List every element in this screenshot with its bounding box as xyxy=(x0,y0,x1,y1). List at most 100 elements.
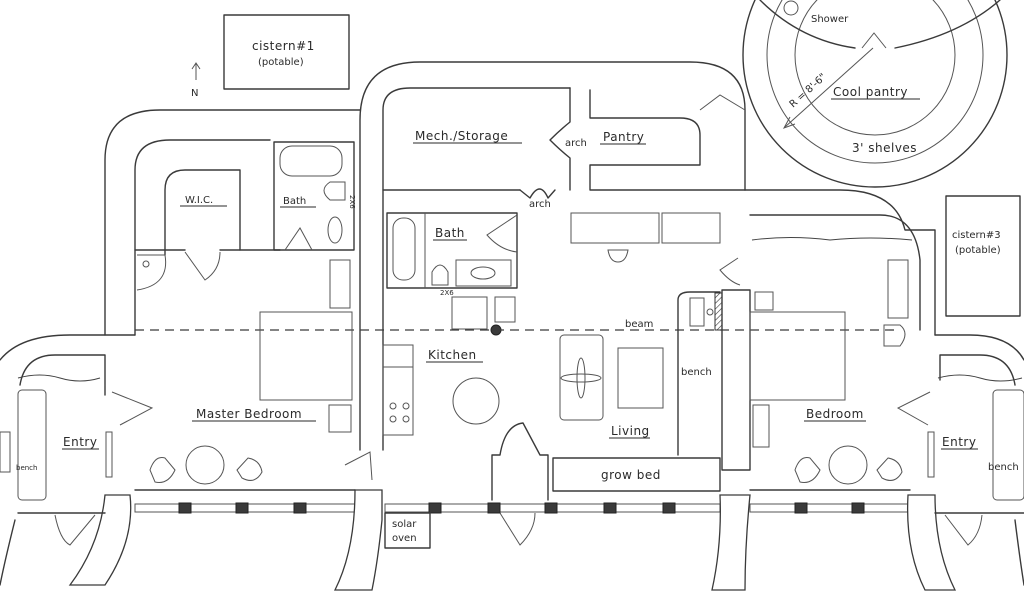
wall-outer-right xyxy=(744,189,936,336)
bedroom-planter-wave xyxy=(751,237,913,241)
cabinet-1-icon xyxy=(570,212,660,244)
window-strip-bedroom xyxy=(749,503,911,513)
kitchen-table-icon xyxy=(452,377,500,425)
outer-walls xyxy=(0,61,1024,451)
wic-walls xyxy=(164,169,241,256)
solar-oven-outline xyxy=(384,512,431,549)
bedroom-nightstand-icon xyxy=(754,291,774,311)
master-entry-door-icon xyxy=(111,391,154,426)
cabinet-2-icon xyxy=(661,212,721,244)
entry-right-label: Entry xyxy=(942,435,976,449)
north-label: N xyxy=(191,88,198,99)
wall-entry-left-top xyxy=(0,334,136,361)
stove-pipe-icon xyxy=(706,308,714,316)
entry-right-door-swing-icon xyxy=(944,514,983,546)
stove-burner-icon xyxy=(402,415,410,423)
arch-top-label: arch xyxy=(565,138,587,149)
buttress-edge-right xyxy=(1014,519,1024,586)
arch-bottom-label: arch xyxy=(529,199,551,210)
radius-label: R = 8'-6" xyxy=(788,72,829,111)
stove-burner-icon xyxy=(389,402,397,410)
bedroom-closet-icon xyxy=(887,259,909,319)
living: Living bench xyxy=(559,257,751,471)
solar-oven-label-1: solar xyxy=(392,519,417,530)
cool-pantry-shelf-ring xyxy=(766,0,984,164)
master-chair-icon xyxy=(236,457,263,481)
center-bath: Bath 2X6 xyxy=(386,212,518,336)
window-post-icon xyxy=(235,502,249,514)
entry-left-bench-icon xyxy=(17,389,47,501)
mech-storage-label: Mech./Storage xyxy=(415,129,508,143)
solar-oven: solar oven xyxy=(384,512,431,549)
entry-left-label: Entry xyxy=(63,435,97,449)
bedroom-divider-wall xyxy=(721,289,751,471)
bedroom-label: Bedroom xyxy=(806,407,864,421)
entry-right-bench-label: bench xyxy=(988,462,1019,473)
cool-pantry-inner-ring xyxy=(794,0,956,136)
wall-inner-center xyxy=(382,87,571,451)
bedroom-door-icon xyxy=(719,257,741,286)
wall-inner-left xyxy=(134,139,271,336)
wood-stove-icon xyxy=(689,297,705,327)
entry-right: bench Entry xyxy=(927,374,1024,546)
coffee-table-icon xyxy=(617,347,664,409)
cistern-1-name: cistern#1 xyxy=(252,39,315,53)
shower-wall-icon xyxy=(759,0,856,49)
solar-oven-label-2: oven xyxy=(392,533,417,544)
entry-left-door-swing-icon xyxy=(54,514,96,546)
ceiling-fan-blade-icon xyxy=(576,357,586,399)
closet-rod-icon xyxy=(136,254,167,291)
master-bedroom-door-icon xyxy=(344,451,373,481)
center-bath-door-icon xyxy=(486,214,518,253)
window-post-icon xyxy=(794,502,808,514)
airlock-door-swing-icon xyxy=(499,512,536,546)
window-post-icon xyxy=(662,502,676,514)
center-bath-label: Bath xyxy=(435,226,465,240)
hearth-icon xyxy=(714,292,723,331)
shower-fixture-icon xyxy=(783,0,799,16)
window-post-icon xyxy=(428,502,442,514)
master-table-icon xyxy=(185,445,225,485)
cool-pantry-label: Cool pantry xyxy=(833,85,908,99)
grow-bed-label: grow bed xyxy=(601,468,661,482)
greenhouse-wall-icon xyxy=(894,0,1001,49)
center-bath-walls xyxy=(386,212,518,289)
master-nightstand-icon xyxy=(328,404,352,433)
radius-dimension-line xyxy=(784,47,874,128)
bedroom-chair-icon xyxy=(876,457,903,481)
living-bench-wall xyxy=(677,291,721,456)
north-compass: N xyxy=(191,62,201,99)
cool-pantry-arch-icon xyxy=(861,32,887,49)
airlock-door-walls xyxy=(491,422,549,501)
wall-outer-center xyxy=(359,61,746,451)
center-bathtub-icon xyxy=(392,217,416,281)
center-vanity-icon xyxy=(455,259,512,287)
north-service-rooms: Mech./Storage arch arch Pantry xyxy=(382,87,746,210)
bedroom-table-icon xyxy=(828,445,868,485)
buttress-3 xyxy=(711,494,751,591)
stove-burner-icon xyxy=(402,402,410,410)
buttress-edge-left xyxy=(0,519,16,586)
entry-left: bench Entry xyxy=(0,374,113,546)
radius-arrowhead-icon xyxy=(782,116,796,129)
beam-label: beam xyxy=(625,319,653,330)
master-bathtub-icon xyxy=(279,145,343,177)
grow-bed-outline xyxy=(552,457,721,492)
master-dresser-icon xyxy=(329,259,351,309)
cistern-1-outline xyxy=(223,14,350,90)
wic-label: W.I.C. xyxy=(185,195,213,206)
wall-entry-right-top xyxy=(934,334,1024,361)
arch-east-wall xyxy=(549,87,571,191)
kitchen: Kitchen xyxy=(382,344,500,436)
window-post-icon xyxy=(293,502,307,514)
bedroom: Bedroom xyxy=(749,237,931,491)
master-suite-rooms: W.I.C. Bath 2X6 xyxy=(134,141,356,291)
wic-door-swing-icon xyxy=(184,251,221,281)
closet-pole-icon xyxy=(142,260,150,268)
sofa-icon xyxy=(559,334,604,421)
window-post-icon xyxy=(487,502,501,514)
window-post-icon xyxy=(544,502,558,514)
washer-icon xyxy=(451,296,488,330)
cistern-3-outline xyxy=(945,195,1021,317)
